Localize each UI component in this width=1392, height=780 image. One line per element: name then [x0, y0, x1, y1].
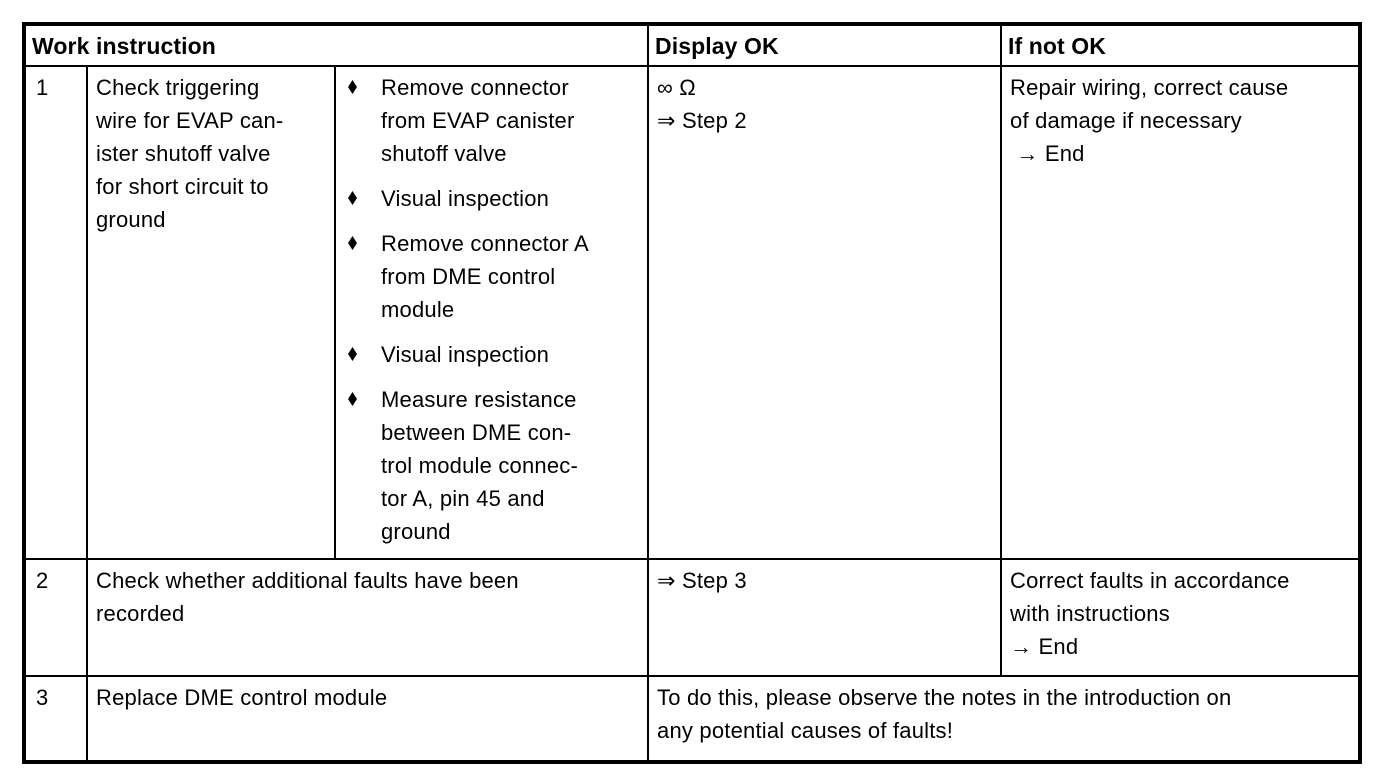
table-row-step-2: 2 Check whether additional faults have b…: [23, 558, 1362, 677]
step-number-cell: 2: [23, 558, 88, 677]
bullet-item: Remove connector from EVAP canister shut…: [346, 71, 639, 170]
task-cell: Replace DME control module: [85, 675, 650, 763]
step-number-cell: 3: [23, 675, 88, 763]
header-if-not-ok: If not OK: [1000, 23, 1362, 67]
work-instruction-table: Work instruction Display OK If not OK 1 …: [22, 22, 1363, 764]
bullet-item: Remove connector A from DME control modu…: [346, 227, 639, 326]
display-ok-cell: ⇒ Step 3: [647, 558, 1003, 677]
bullet-text: Visual inspection: [381, 342, 550, 367]
table-row-step-1: 1 Check triggering wire for EVAP can- is…: [23, 65, 1362, 560]
note-cell: To do this, please observe the notes in …: [647, 675, 1362, 763]
task-cell: Check whether additional faults have bee…: [85, 558, 650, 677]
step-number-cell: 1: [23, 65, 88, 560]
table-header-row: Work instruction Display OK If not OK: [22, 23, 1362, 67]
bullet-text: Visual inspection: [381, 186, 550, 211]
task-cell: Check triggering wire for EVAP can- iste…: [86, 65, 336, 560]
bullet-text: Measure resistance between DME con- trol…: [381, 387, 579, 544]
bullet-item: Visual inspection: [346, 182, 639, 215]
bullet-diamond-icon: [348, 236, 357, 250]
if-not-ok-cell: Repair wiring, correct cause of damage i…: [1000, 65, 1362, 560]
bullet-item: Visual inspection: [346, 338, 639, 371]
table-row-step-3: 3 Replace DME control module To do this,…: [23, 675, 1362, 763]
bullet-list-cell: Remove connector from EVAP canister shut…: [333, 65, 650, 560]
if-not-ok-cell: Correct faults in accordance with instru…: [1000, 558, 1362, 677]
bullet-diamond-icon: [348, 80, 357, 94]
bullet-diamond-icon: [348, 347, 357, 361]
bullet-diamond-icon: [348, 191, 357, 205]
bullet-text: Remove connector from EVAP canister shut…: [381, 75, 575, 166]
display-ok-cell: ∞ Ω ⇒ Step 2: [647, 65, 1003, 560]
bullet-diamond-icon: [348, 392, 357, 406]
header-work-instruction: Work instruction: [22, 23, 650, 67]
bullet-item: Measure resistance between DME con- trol…: [346, 383, 639, 548]
header-display-ok: Display OK: [647, 23, 1003, 67]
bullet-text: Remove connector A from DME control modu…: [381, 231, 589, 322]
